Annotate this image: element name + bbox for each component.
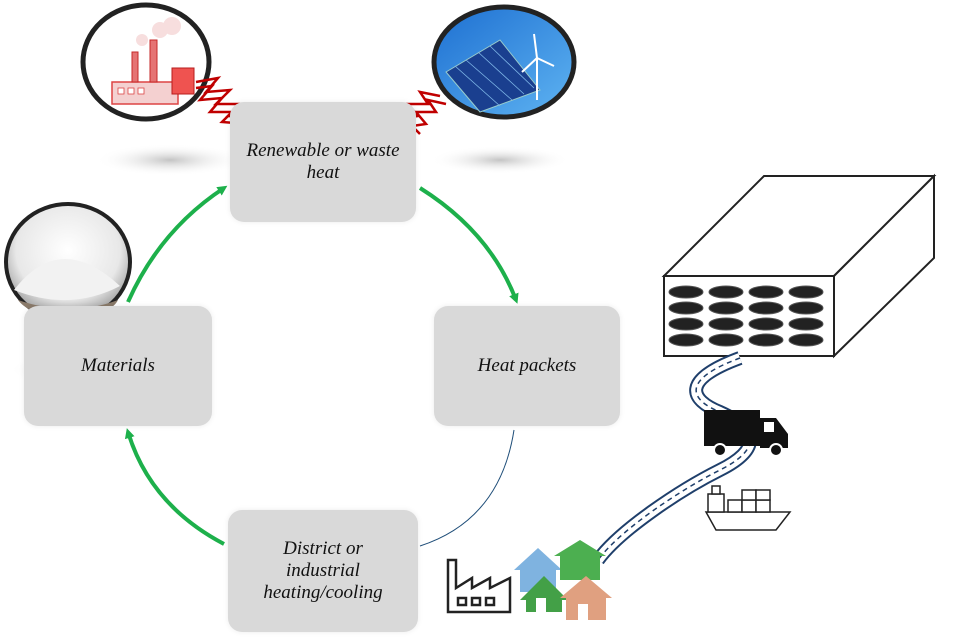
- heat-packet-disc: [668, 333, 704, 347]
- heat-packet-disc: [668, 317, 704, 331]
- heat-packet-disc: [748, 285, 784, 299]
- cycle-arrow-materials-to-heat: [126, 185, 228, 303]
- heat-packet-disc: [668, 301, 704, 315]
- heat-packet-disc: [708, 285, 744, 299]
- node-heat-packets: Heat packets: [434, 306, 620, 426]
- salt-crystals-icon: [4, 202, 132, 322]
- node-materials-label: Materials: [81, 355, 155, 376]
- heat-packet-disc: [668, 285, 704, 299]
- truck-icon: [704, 410, 788, 457]
- node-heat-packets-label: Heat packets: [477, 355, 577, 376]
- connector-packets-to-district: [419, 429, 515, 547]
- heat-packet-disc: [788, 333, 824, 347]
- shadow: [430, 146, 570, 174]
- heat-packet-disc: [708, 317, 744, 331]
- cycle-arrow-district-to-materials: [124, 428, 225, 546]
- cycle-arrow-heat-to-packets: [418, 186, 519, 304]
- heat-packet-disc: [788, 301, 824, 315]
- heat-packet-disc: [788, 285, 824, 299]
- node-district: District or industrial heating/cooling: [228, 510, 418, 632]
- heat-packet-disc: [788, 317, 824, 331]
- node-district-label: District or industrial heating/cooling: [263, 538, 383, 603]
- node-heat-source: Renewable or waste heat: [230, 102, 416, 222]
- heat-packet-disc: [748, 333, 784, 347]
- node-heat-source-label: Renewable or waste heat: [246, 140, 400, 183]
- heat-packet-disc: [708, 333, 744, 347]
- storage-container-icon: [661, 173, 937, 359]
- heat-packet-disc: [708, 301, 744, 315]
- ship-icon: [704, 485, 792, 531]
- factory-chimney-icon: [80, 2, 212, 122]
- heat-packet-disc: [748, 317, 784, 331]
- factory-icon: [446, 558, 512, 614]
- houses-icon: [514, 540, 612, 620]
- heat-packet-disc: [748, 301, 784, 315]
- node-materials: Materials: [24, 306, 212, 426]
- shadow: [95, 144, 245, 176]
- solar-wind-icon: [431, 4, 577, 120]
